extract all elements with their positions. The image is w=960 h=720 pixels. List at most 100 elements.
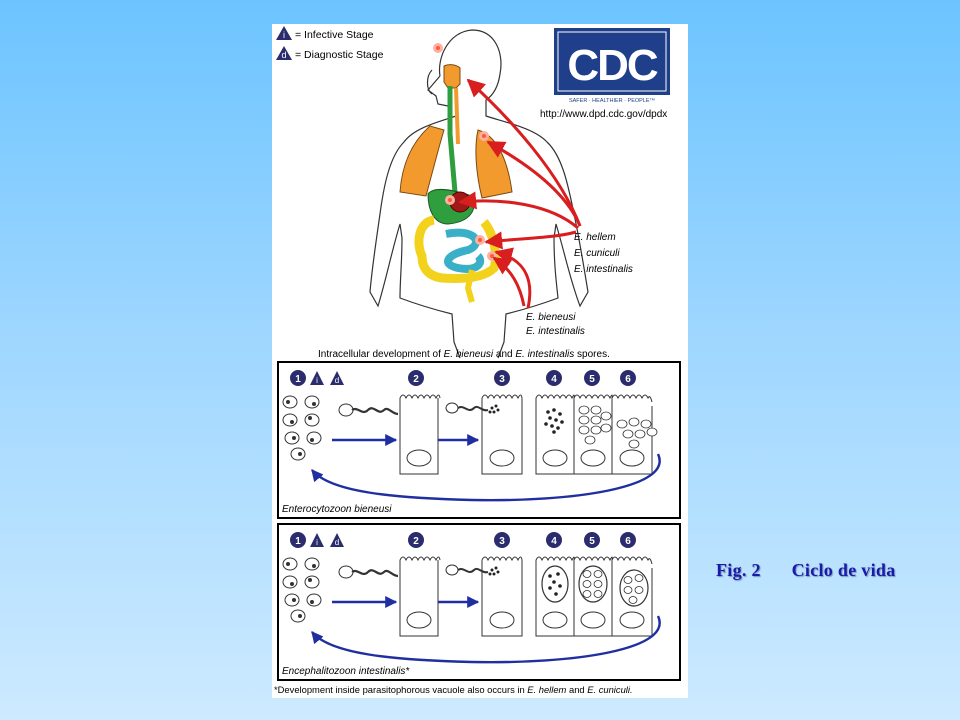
arrow-return [311,615,661,664]
stage-badge-4: 4 [546,532,562,548]
nasal-cavity [443,64,461,89]
stage-badge-1: 1 [290,370,306,386]
host-cell-2 [399,394,441,475]
stage-badge-6: 6 [620,370,636,386]
trachea [454,87,460,145]
infection-site-intestine-1 [475,235,485,245]
svg-text:i: i [316,376,318,385]
spore-cluster [282,557,322,623]
svg-text:3: 3 [499,536,505,547]
cdc-logo-text: CDC [567,41,658,90]
species-upper: E. hellem E. cuniculi E. intestinalis [574,232,633,275]
panel-encephalitozoon: 1 i d 2 3 4 5 6 [277,523,681,681]
stage-badge-1: 1 [290,532,306,548]
mature-spores [616,417,658,449]
infective-icon [310,371,324,385]
diagnostic-stage-label: = Diagnostic Stage [295,49,384,61]
infection-site-lung [479,131,489,141]
infection-arrows [458,78,582,309]
infective-letter: i [283,30,285,40]
vacuole-sporonts [578,565,608,603]
svg-text:d: d [335,538,339,547]
legend: i = Infective Stage d = Diagnostic Stage [276,26,384,61]
host-cell-3 [481,394,523,475]
cycle-arrows [311,434,661,502]
species-e-intestinalis-lower: E. intestinalis [526,326,585,337]
host-cells [399,556,653,637]
arrow-lower-2 [494,247,532,309]
arrow-to-stomach [458,191,579,230]
figure-caption: Fig. 2 Ciclo de vida [716,560,896,581]
arrow-to-small-intestine [484,230,577,250]
svg-text:3: 3 [499,374,505,385]
cycle-arrows [311,596,661,664]
organs [399,43,513,303]
rectum [464,269,475,303]
stage-badge-3: 3 [494,532,510,548]
cdc-logo: CDC SAFER · HEALTHIER · PEOPLE™ http://w… [540,28,670,120]
svg-text:d: d [335,376,339,385]
svg-text:5: 5 [589,374,595,385]
stage-badge-5: 5 [584,370,600,386]
germinating-spore [338,565,399,579]
figure-title: Ciclo de vida [791,560,896,580]
figure-number: Fig. 2 [716,560,761,580]
infection-site-head [433,43,443,53]
host-cell-3 [481,556,523,637]
stage-badge-4: 4 [546,370,562,386]
arrow-to-lung [486,140,582,227]
spore-cluster [282,395,322,461]
svg-text:4: 4 [551,374,557,385]
svg-text:6: 6 [625,536,631,547]
invading-spore [445,564,500,576]
left-lung [399,125,445,197]
stage-badges: 1 i d 2 3 4 5 6 [290,370,636,386]
vacuole-spores [619,569,649,607]
host-cell-2 [399,556,441,637]
svg-text:2: 2 [413,536,419,547]
cdc-tagline: SAFER · HEALTHIER · PEOPLE™ [569,98,655,104]
panel-enterocytozoon: 1 i d 2 3 4 5 6 [277,361,681,519]
panel-top-label: Enterocytozoon bieneusi [282,504,392,515]
stage-badge-2: 2 [408,532,424,548]
infective-stage-label: = Infective Stage [295,29,374,41]
intracellular-heading: Intracellular development of E. bieneusi… [318,349,610,360]
species-lower: E. bieneusi E. intestinalis [526,312,585,337]
stage-badge-2: 2 [408,370,424,386]
svg-text:5: 5 [589,536,595,547]
stage-badge-5: 5 [584,532,600,548]
infection-site-stomach [445,195,455,205]
germinating-spore [338,403,399,417]
host-cells [399,394,653,475]
species-e-hellem: E. hellem [574,232,616,243]
species-e-bieneusi: E. bieneusi [526,312,576,323]
svg-text:2: 2 [413,374,419,385]
arrow-to-nose [466,78,582,227]
panel-bottom-label: Encephalitozoon intestinalis* [282,666,410,677]
footnote: *Development inside parasitophorous vacu… [274,684,633,695]
svg-text:1: 1 [295,374,301,385]
svg-text:i: i [316,538,318,547]
arrow-return [311,453,661,502]
human-body [369,29,589,359]
svg-text:1: 1 [295,536,301,547]
vacuole-meronts [541,565,569,603]
diagnostic-stage-icon [276,46,292,60]
life-cycle-figure: i = Infective Stage d = Diagnostic Stage… [272,24,688,698]
diagnostic-icon [330,371,344,385]
infective-stage-icon [276,26,292,40]
stage-badges: 1 i d 2 3 4 5 6 [290,532,636,548]
species-e-cuniculi: E. cuniculi [574,248,620,259]
invading-spore [445,402,500,414]
small-intestine [443,228,485,273]
species-e-intestinalis: E. intestinalis [574,264,633,275]
esophagus [447,86,459,205]
svg-text:4: 4 [551,536,557,547]
cdc-url: http://www.dpd.cdc.gov/dpdx [540,109,667,120]
infective-icon [310,533,324,547]
diagnostic-letter: d [281,50,286,60]
svg-text:6: 6 [625,374,631,385]
diagnostic-icon [330,533,344,547]
stage-badge-3: 3 [494,370,510,386]
sporont-cluster [578,405,612,445]
